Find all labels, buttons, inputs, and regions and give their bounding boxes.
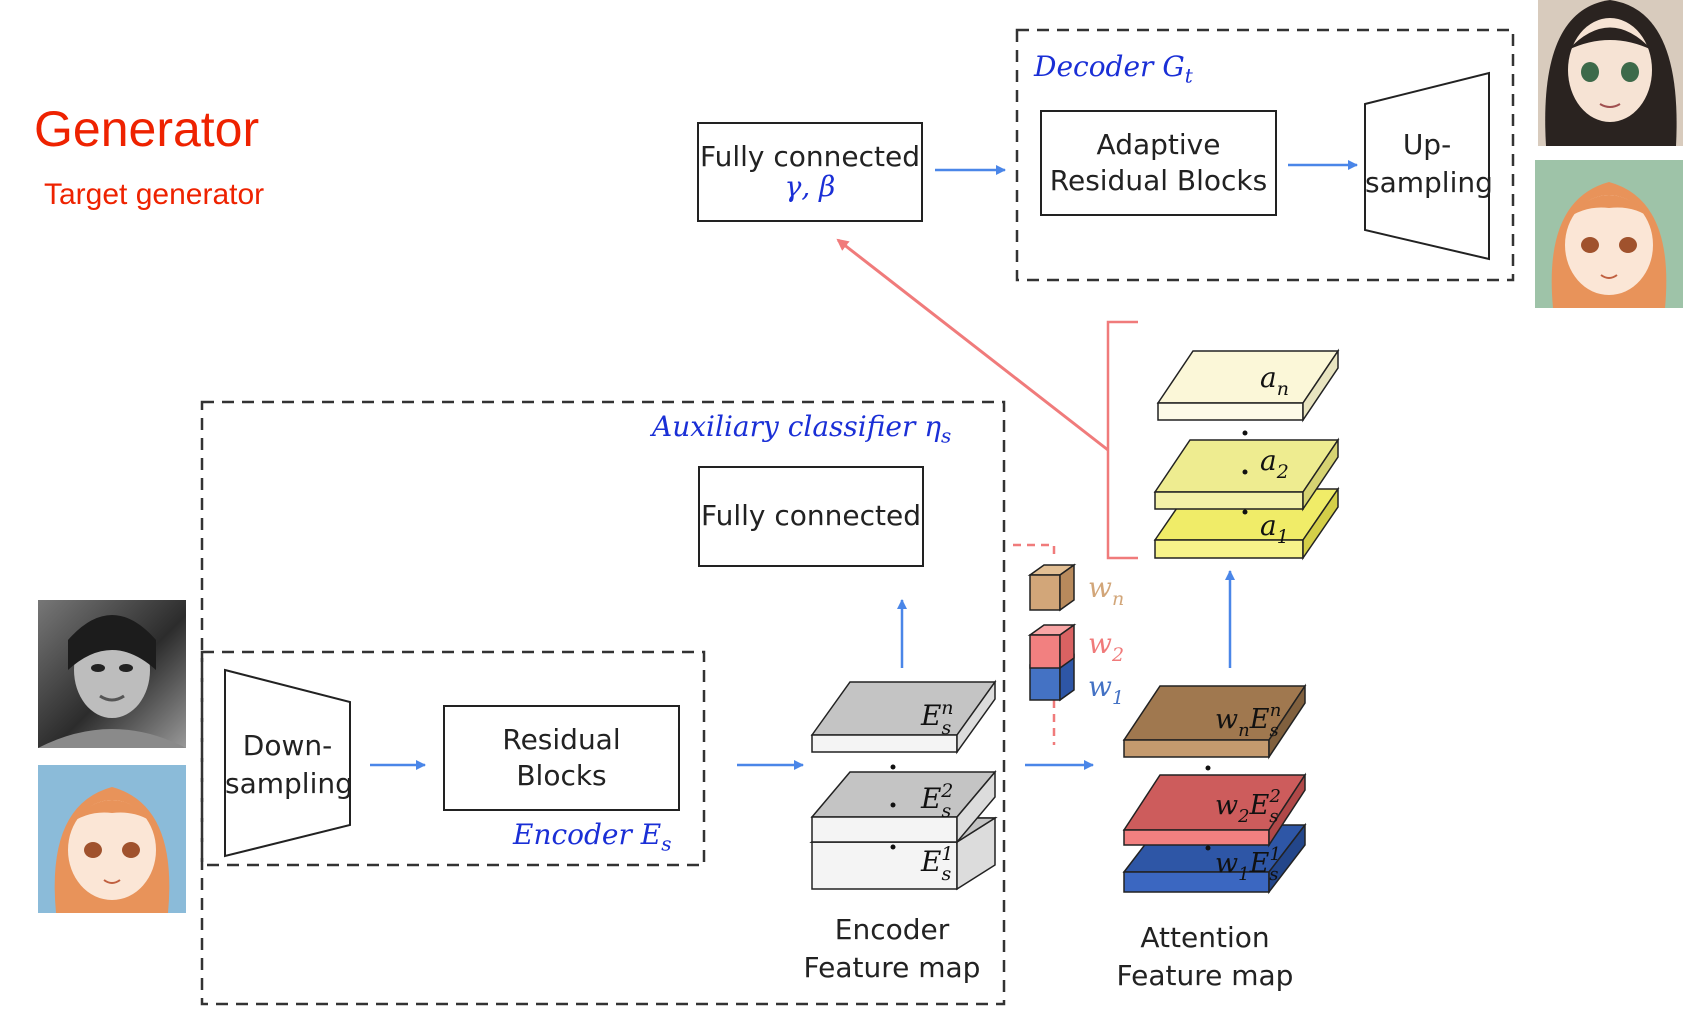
attention-map-2: [1153, 437, 1340, 512]
target-anime-image-2: [1535, 160, 1683, 308]
attention-map-n: [1156, 348, 1340, 423]
fc-gamma-beta-params: γ, β: [784, 170, 836, 203]
encoder-dot: [890, 802, 896, 808]
aux-fc-label: Fully connected: [701, 499, 921, 533]
weight-cube-2: [1027, 623, 1077, 670]
attention-map-2-label: a2: [1260, 444, 1289, 483]
enc-layer-1-label: Es1: [920, 843, 953, 885]
decoder-frame: [1015, 28, 1515, 282]
aux-fc-box: Fully connected: [698, 466, 924, 567]
adaptive-residual-blocks-box: Adaptive Residual Blocks: [1040, 110, 1277, 216]
source-photo-image: [38, 600, 186, 748]
attention-feature-layer-2: [1122, 772, 1307, 848]
aux-classifier-label: Auxiliary classifier ηs: [652, 410, 952, 448]
enc-layer-2-label: Es2: [920, 780, 953, 822]
upsampling-shape: [1364, 71, 1490, 261]
encoder-feature-layer-2: [810, 769, 997, 845]
encoder-dot: [890, 844, 896, 850]
adaptive-line2: Residual Blocks: [1049, 164, 1268, 197]
diagram-subtitle: Target generator: [44, 178, 265, 211]
target-anime-image-1: [1538, 0, 1683, 146]
attention-map-n-label: an: [1260, 361, 1289, 400]
encoder-label: Encoder Es: [513, 818, 672, 856]
attention-map-dot: [1242, 430, 1248, 436]
residual-line1: Residual: [502, 722, 621, 756]
diagram-title: Generator: [34, 101, 260, 157]
attention-bracket: [1106, 320, 1138, 560]
fc-gamma-beta-label: Fully connected: [700, 139, 920, 173]
residual-blocks-box: Residual Blocks: [443, 705, 680, 811]
encoder-feature-layer-n: [810, 679, 997, 755]
decoder-label: Decoder Gt: [1034, 50, 1193, 88]
attention-map-1-label: a1: [1260, 509, 1289, 548]
adaptive-line1: Adaptive: [1096, 127, 1221, 161]
weight-n-label: wn: [1088, 571, 1124, 610]
encoder-frame: [200, 650, 706, 867]
fc-gamma-beta-box: Fully connected γ, β: [697, 122, 923, 222]
attention-feature-map-caption: Attention Feature map: [1116, 921, 1294, 992]
weight-2-label: w2: [1088, 627, 1124, 666]
attn-layer-2-label: w2Es2: [1215, 786, 1281, 827]
attention-map-dot: [1242, 469, 1248, 475]
encoder-dot: [890, 764, 896, 770]
downsampling-shape: [224, 668, 351, 858]
enc-layer-n-label: Esn: [920, 697, 953, 739]
attention-feature-layer-n: [1122, 683, 1307, 760]
attention-dot: [1205, 845, 1211, 851]
source-anime-image: [38, 765, 186, 913]
downsampling-label: Down- sampling: [225, 729, 353, 800]
upsampling-label: Up- sampling: [1365, 128, 1493, 199]
encoder-feature-map-caption: Encoder Feature map: [803, 913, 981, 984]
attention-map-dot: [1242, 509, 1248, 515]
weights-connector: [1013, 543, 1056, 745]
weight-1-label: w1: [1088, 670, 1124, 709]
aux-classifier-frame: [200, 400, 1006, 1006]
arrow-attention-to-fc-gamma-beta: [836, 238, 1109, 452]
attention-dot: [1205, 765, 1211, 771]
weight-cube-n: [1027, 563, 1077, 612]
residual-line2: Blocks: [516, 759, 607, 792]
